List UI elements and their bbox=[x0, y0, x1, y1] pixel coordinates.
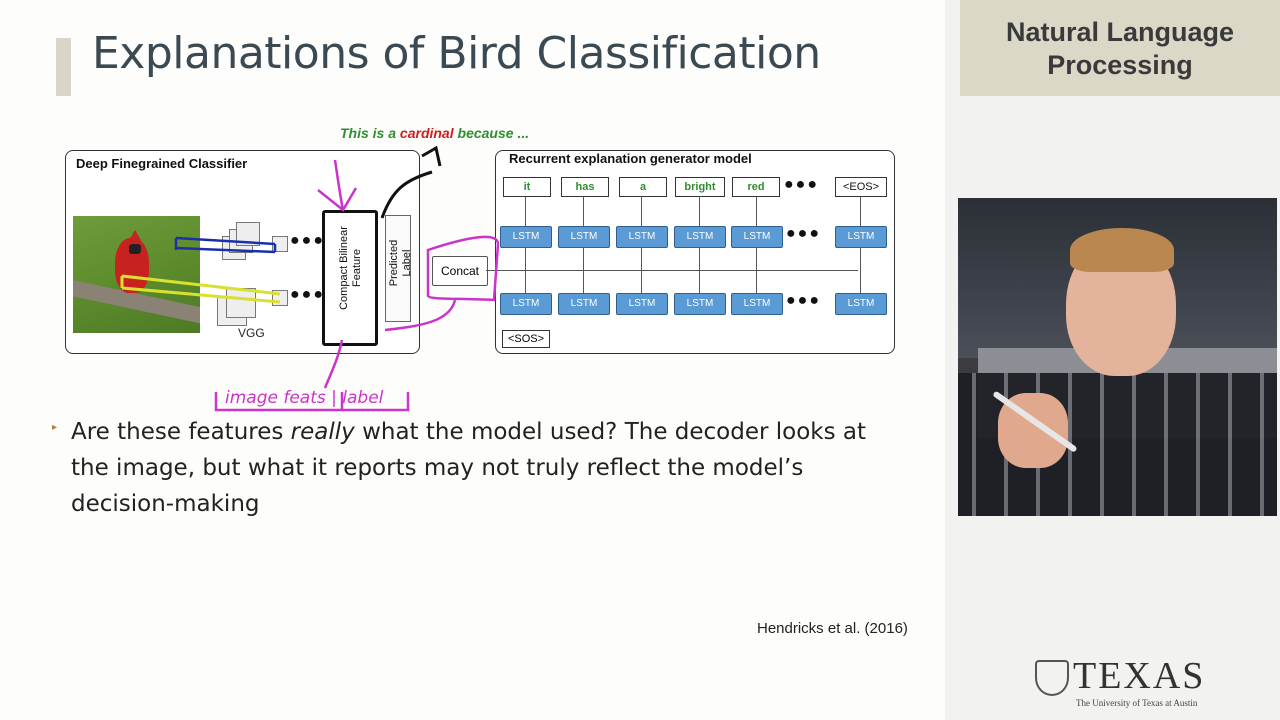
magenta-arrowhead bbox=[317, 187, 358, 212]
magenta-bracket bbox=[214, 392, 410, 412]
dots-top: ●●● bbox=[290, 232, 325, 249]
course-title-box bbox=[960, 0, 1280, 96]
bullet-marker-icon: ▸ bbox=[52, 422, 58, 433]
connector-line bbox=[756, 196, 757, 226]
caption-prefix: This is a bbox=[340, 125, 400, 141]
connector-line bbox=[860, 247, 861, 293]
bird-image bbox=[73, 216, 200, 333]
black-arrow-stroke bbox=[380, 170, 433, 219]
bullet-text-before: Are these features bbox=[71, 419, 291, 445]
predicted-label-box bbox=[385, 215, 411, 322]
lstm-cell: LSTM bbox=[674, 293, 726, 315]
dots-words: ●●● bbox=[784, 176, 819, 193]
lstm-cell: LSTM bbox=[835, 293, 887, 315]
connector-line bbox=[525, 247, 526, 293]
lstm-cell: LSTM bbox=[558, 293, 610, 315]
dots-lstm-bottom: ●●● bbox=[786, 292, 821, 309]
magenta-label-stroke bbox=[384, 299, 457, 332]
slide: Explanations of Bird Classification This… bbox=[52, 28, 908, 637]
video-hair bbox=[1070, 228, 1174, 272]
texas-logo-word: TEXAS bbox=[1073, 655, 1206, 697]
generator-title: Recurrent explanation generator model bbox=[509, 151, 752, 166]
word-box: a bbox=[619, 177, 667, 197]
connector-line bbox=[641, 196, 642, 226]
handwritten-annotation: image feats | label bbox=[225, 388, 384, 408]
lstm-cell: LSTM bbox=[500, 293, 552, 315]
course-title: Natural Language Processing bbox=[1005, 17, 1235, 80]
lstm-cell: LSTM bbox=[731, 226, 783, 248]
caption-suffix: because ... bbox=[453, 125, 530, 141]
lstm-cell: LSTM bbox=[674, 226, 726, 248]
ut-seal-icon bbox=[1035, 660, 1069, 696]
instructor-video bbox=[958, 198, 1277, 516]
bullet-text: Are these features really what the model… bbox=[71, 414, 901, 522]
word-box: bright bbox=[675, 177, 725, 197]
lstm-cell: LSTM bbox=[500, 226, 552, 248]
lstm-cell: LSTM bbox=[616, 226, 668, 248]
connector-line bbox=[583, 247, 584, 293]
title-accent-bar bbox=[56, 38, 71, 96]
cardinal-mask bbox=[129, 244, 141, 254]
slide-title: Explanations of Bird Classification bbox=[92, 28, 821, 79]
annotation-layer bbox=[120, 145, 500, 412]
lstm-cell: LSTM bbox=[835, 226, 887, 248]
black-arrowhead bbox=[421, 145, 442, 167]
connector-line bbox=[525, 196, 526, 226]
texas-logo-subtitle: The University of Texas at Austin bbox=[1076, 698, 1198, 708]
diagram-caption: This is a cardinal because ... bbox=[340, 125, 529, 141]
connector-line bbox=[699, 247, 700, 293]
dots-bottom: ●●● bbox=[290, 286, 325, 303]
citation: Hendricks et al. (2016) bbox=[757, 620, 908, 637]
concat-box: Concat bbox=[432, 256, 488, 286]
connector-line bbox=[699, 196, 700, 226]
vgg-label: VGG bbox=[238, 326, 265, 340]
dots-lstm-top: ●●● bbox=[786, 225, 821, 242]
magenta-concat-circle bbox=[426, 235, 500, 302]
lstm-cell: LSTM bbox=[731, 293, 783, 315]
lstm-cell: LSTM bbox=[558, 226, 610, 248]
feature-map-stack bbox=[226, 288, 256, 318]
word-box: has bbox=[561, 177, 609, 197]
word-box: it bbox=[503, 177, 551, 197]
yellow-highlight-stroke bbox=[120, 274, 281, 304]
blue-highlight-stroke bbox=[174, 236, 277, 254]
magenta-down-stroke bbox=[323, 339, 344, 389]
compact-bilinear-feature-box bbox=[322, 210, 378, 346]
connector-line bbox=[641, 247, 642, 293]
bullet-emphasis: really bbox=[290, 419, 355, 445]
connector-line bbox=[498, 270, 858, 271]
word-box-eos: <EOS> bbox=[835, 177, 887, 197]
connector-line bbox=[860, 196, 861, 226]
caption-highlight: cardinal bbox=[399, 125, 454, 141]
bullet-text-after: what the model used? The decoder looks a… bbox=[71, 419, 867, 517]
magenta-arrow-stroke bbox=[333, 159, 345, 211]
sos-box: <SOS> bbox=[502, 330, 550, 348]
classifier-title: Deep Finegrained Classifier bbox=[76, 156, 248, 171]
connector-line bbox=[583, 196, 584, 226]
lstm-cell: LSTM bbox=[616, 293, 668, 315]
connector-line bbox=[756, 247, 757, 293]
cardinal-crest bbox=[127, 230, 143, 244]
connector-line bbox=[486, 270, 500, 271]
